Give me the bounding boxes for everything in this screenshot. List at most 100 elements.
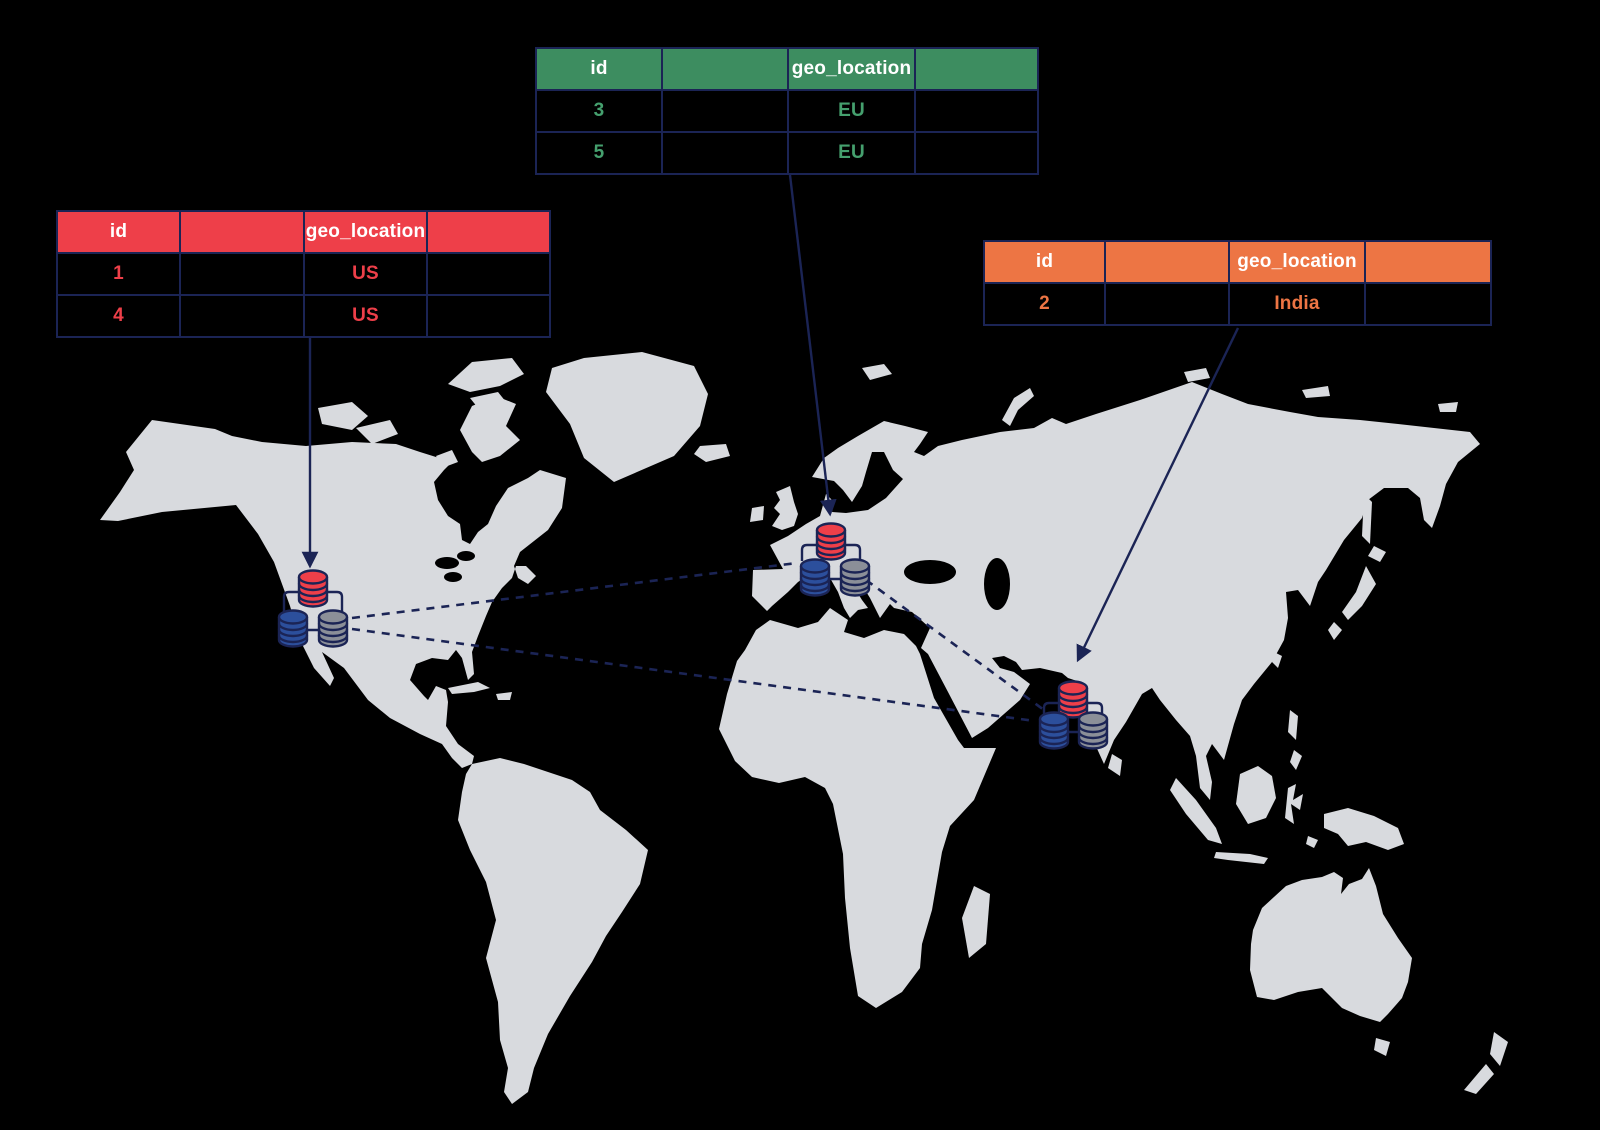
table-cell: US bbox=[305, 254, 426, 294]
replication-link-eu-india bbox=[865, 578, 1045, 712]
us-shard-table: id geo_location 1 US 4 US bbox=[56, 210, 551, 338]
india-primary-database-icon bbox=[1057, 680, 1089, 719]
india-replica-database-icon bbox=[1038, 711, 1070, 750]
table-cell: 2 bbox=[985, 284, 1104, 324]
column-header bbox=[1366, 242, 1490, 282]
eu-primary-database-icon bbox=[815, 522, 847, 561]
column-header: id bbox=[985, 242, 1104, 282]
australia bbox=[1250, 868, 1412, 1022]
iceland bbox=[694, 444, 730, 462]
india-cluster-connector bbox=[1042, 701, 1104, 734]
india-shard-table: id geo_location 2 India bbox=[983, 240, 1492, 326]
column-header: id bbox=[58, 212, 179, 252]
table-cell bbox=[1106, 284, 1228, 324]
java bbox=[1214, 852, 1268, 864]
table-cell: US bbox=[305, 296, 426, 336]
india-table-arrow bbox=[1076, 327, 1240, 663]
eu-cluster-connector bbox=[800, 543, 862, 581]
arctic-island bbox=[448, 358, 524, 392]
table-cell bbox=[916, 133, 1037, 173]
japan bbox=[1368, 546, 1386, 562]
us-primary-database-icon bbox=[297, 569, 329, 608]
great-lakes bbox=[435, 557, 459, 569]
novaya-zemlya bbox=[1002, 388, 1034, 426]
madagascar bbox=[962, 886, 990, 958]
sumatra bbox=[1170, 778, 1222, 844]
south-america bbox=[458, 758, 648, 1104]
hispaniola bbox=[496, 692, 512, 700]
arctic-island bbox=[318, 402, 368, 430]
column-header bbox=[1106, 242, 1228, 282]
table-cell bbox=[181, 254, 303, 294]
table-cell bbox=[916, 91, 1037, 131]
table-arrows bbox=[301, 174, 1240, 663]
new-zealand bbox=[1490, 1032, 1508, 1066]
eu-shard-table: id geo_location 3 EU 5 EU bbox=[535, 47, 1039, 175]
us-db-cluster bbox=[277, 569, 349, 648]
arctic-island bbox=[436, 450, 458, 468]
replication-link-us-india bbox=[351, 627, 1036, 723]
new-guinea bbox=[1324, 808, 1404, 850]
column-header bbox=[428, 212, 549, 252]
table-cell bbox=[663, 91, 787, 131]
table-cell: India bbox=[1230, 284, 1364, 324]
continents bbox=[100, 352, 1508, 1104]
sri-lanka bbox=[1108, 754, 1122, 776]
us-replica-database-icon bbox=[317, 609, 349, 648]
arctic-island bbox=[1184, 368, 1210, 382]
india-replica-database-icon bbox=[1077, 711, 1109, 750]
philippines bbox=[1288, 710, 1298, 740]
column-header bbox=[181, 212, 303, 252]
baffin-island bbox=[460, 396, 520, 462]
eu-replica-database-icon bbox=[799, 558, 831, 597]
replication-links bbox=[351, 561, 1045, 723]
eu-table-arrow bbox=[788, 174, 837, 517]
column-header: geo_location bbox=[305, 212, 426, 252]
india-db-cluster bbox=[1038, 680, 1109, 750]
africa bbox=[719, 608, 996, 1008]
column-header: geo_location bbox=[1230, 242, 1364, 282]
sakhalin bbox=[1362, 494, 1372, 544]
tasmania bbox=[1374, 1038, 1390, 1056]
table-cell bbox=[428, 254, 549, 294]
ireland bbox=[750, 506, 764, 522]
new-zealand bbox=[1464, 1064, 1494, 1094]
table-cell: EU bbox=[789, 133, 914, 173]
great-lakes bbox=[457, 551, 475, 561]
column-header bbox=[916, 49, 1037, 89]
black-sea bbox=[904, 560, 956, 584]
inland-waters bbox=[435, 551, 1010, 610]
japan bbox=[1342, 566, 1376, 620]
table-cell: 1 bbox=[58, 254, 179, 294]
borneo bbox=[1236, 766, 1276, 824]
arctic-island bbox=[356, 420, 398, 444]
island bbox=[1306, 836, 1318, 848]
us-cluster-connector bbox=[282, 590, 344, 632]
column-header: id bbox=[537, 49, 661, 89]
greenland bbox=[546, 352, 708, 482]
table-cell bbox=[428, 296, 549, 336]
table-cell: 3 bbox=[537, 91, 661, 131]
column-header: geo_location bbox=[789, 49, 914, 89]
great-britain bbox=[772, 486, 798, 530]
column-header bbox=[663, 49, 787, 89]
table-cell bbox=[1366, 284, 1490, 324]
north-america bbox=[100, 420, 566, 768]
table-cell: EU bbox=[789, 91, 914, 131]
eurasia bbox=[752, 382, 1480, 800]
eu-db-cluster bbox=[799, 522, 871, 597]
arctic-island bbox=[1438, 402, 1458, 412]
arctic-island bbox=[470, 392, 506, 408]
table-cell: 4 bbox=[58, 296, 179, 336]
taiwan bbox=[1272, 652, 1282, 668]
japan bbox=[1328, 622, 1342, 640]
table-cell bbox=[181, 296, 303, 336]
caspian-sea bbox=[984, 558, 1010, 610]
svalbard bbox=[862, 364, 892, 380]
table-cell: 5 bbox=[537, 133, 661, 173]
cuba bbox=[448, 682, 490, 694]
us-replica-database-icon bbox=[277, 609, 309, 648]
philippines bbox=[1290, 750, 1302, 770]
